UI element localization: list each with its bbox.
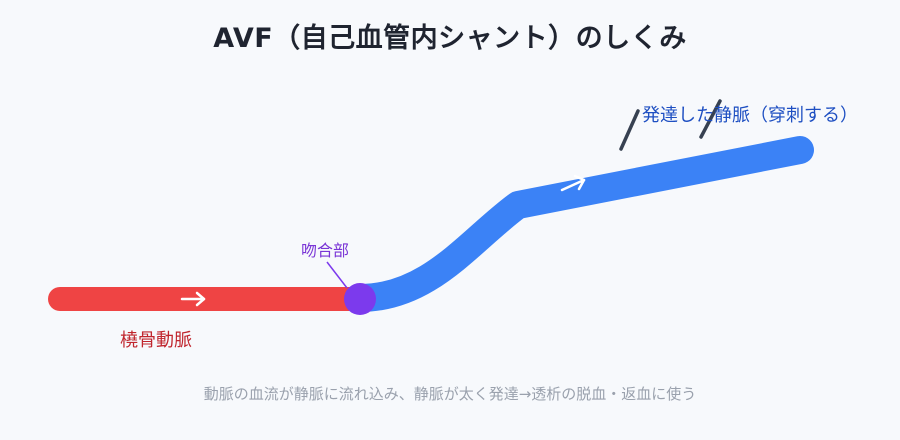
- diagram-caption: 動脈の血流が静脈に流れ込み、静脈が太く発達→透析の脱血・返血に使う: [203, 385, 697, 403]
- anastomosis-leader-line: [326, 261, 348, 289]
- needle-1-icon: [619, 109, 640, 151]
- artery-label: 橈骨動脈: [120, 330, 192, 351]
- vein-label: 発達した静脈（穿刺する）: [642, 105, 858, 126]
- needle-2-icon: [699, 99, 722, 139]
- anastomosis-dot: [344, 283, 376, 315]
- artery-flow-arrow-icon: [180, 291, 206, 307]
- anastomosis-label: 吻合部: [301, 241, 350, 260]
- vein-flow-arrow-icon: [560, 174, 586, 192]
- vein-vessel: [346, 136, 814, 312]
- diagram-title: AVF（自己血管内シャント）のしくみ: [213, 23, 687, 54]
